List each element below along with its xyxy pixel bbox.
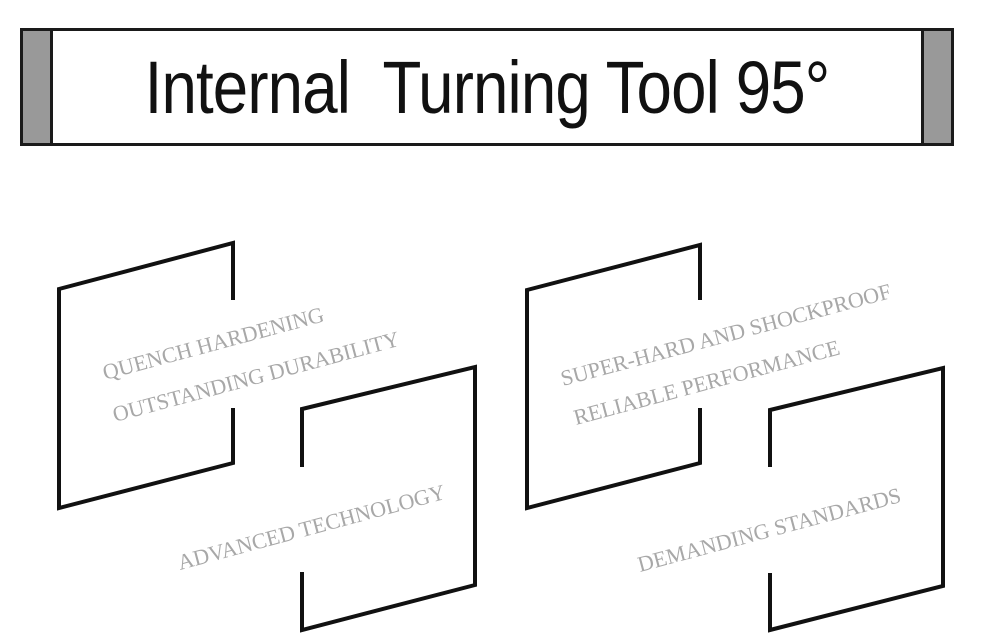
title-banner: Internal Turning Tool 95° xyxy=(20,28,954,146)
right-upper-frame xyxy=(525,242,702,511)
left-lower-frame xyxy=(300,364,477,633)
right-caption-standards: DEMANDING STANDARDS xyxy=(635,482,904,576)
right-lower-frame xyxy=(768,365,945,633)
left-upper-frame-top xyxy=(57,240,235,511)
page-title: Internal Turning Tool 95° xyxy=(144,45,831,129)
left-caption-technology: ADVANCED TECHNOLOGY xyxy=(175,479,448,575)
banner-right-cap xyxy=(921,31,951,143)
banner-left-cap xyxy=(23,31,53,143)
